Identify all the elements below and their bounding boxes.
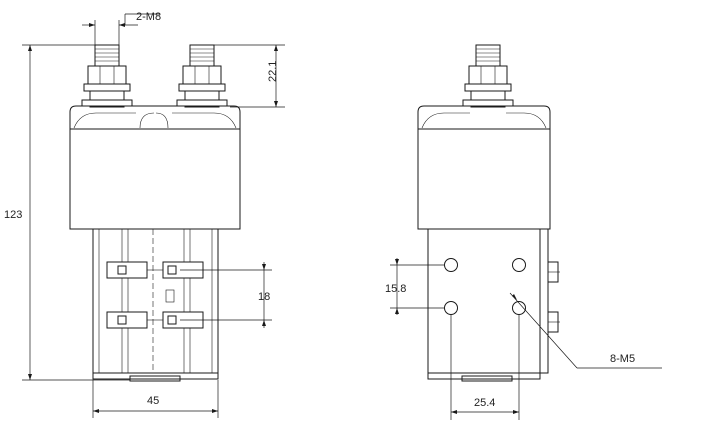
side-view: 15.8 25.4 8-M5	[385, 44, 662, 420]
dim-width: 45	[92, 380, 219, 418]
right-stud	[176, 44, 228, 108]
side-stud	[462, 44, 514, 108]
hole-bottom-left	[444, 301, 458, 315]
label-hole-horizontal: 25.4	[474, 397, 495, 409]
label-stud-height: 22.1	[267, 61, 279, 82]
label-width: 45	[147, 395, 159, 407]
dim-hole-vertical: 15.8	[385, 258, 444, 315]
left-stud	[81, 44, 133, 108]
hole-top-right	[512, 258, 526, 272]
hole-bottom-right	[512, 301, 526, 315]
front-view: 2-M8 22.1 123 18	[4, 11, 285, 418]
side-body	[417, 128, 551, 230]
dim-terminal-pitch: 18	[180, 262, 272, 328]
dim-stud-height: 22.1	[214, 44, 285, 108]
side-lower-section	[427, 228, 560, 382]
dim-thread: 2-M8	[82, 11, 161, 45]
label-terminal-pitch: 18	[258, 291, 270, 303]
front-top-cap	[69, 105, 241, 130]
label-mount-holes: 8-M5	[610, 353, 635, 365]
side-top-cap	[417, 105, 551, 130]
dim-hole-horizontal: 25.4	[450, 315, 520, 420]
dim-mount-holes: 8-M5	[509, 292, 662, 369]
front-body	[69, 128, 241, 230]
label-total-height: 123	[4, 209, 22, 221]
label-thread: 2-M8	[136, 11, 161, 23]
front-lower-section	[92, 228, 219, 382]
mounting-holes	[444, 258, 526, 315]
label-hole-vertical: 15.8	[385, 283, 406, 295]
hole-top-left	[444, 258, 458, 272]
dim-total-height: 123	[4, 44, 130, 381]
